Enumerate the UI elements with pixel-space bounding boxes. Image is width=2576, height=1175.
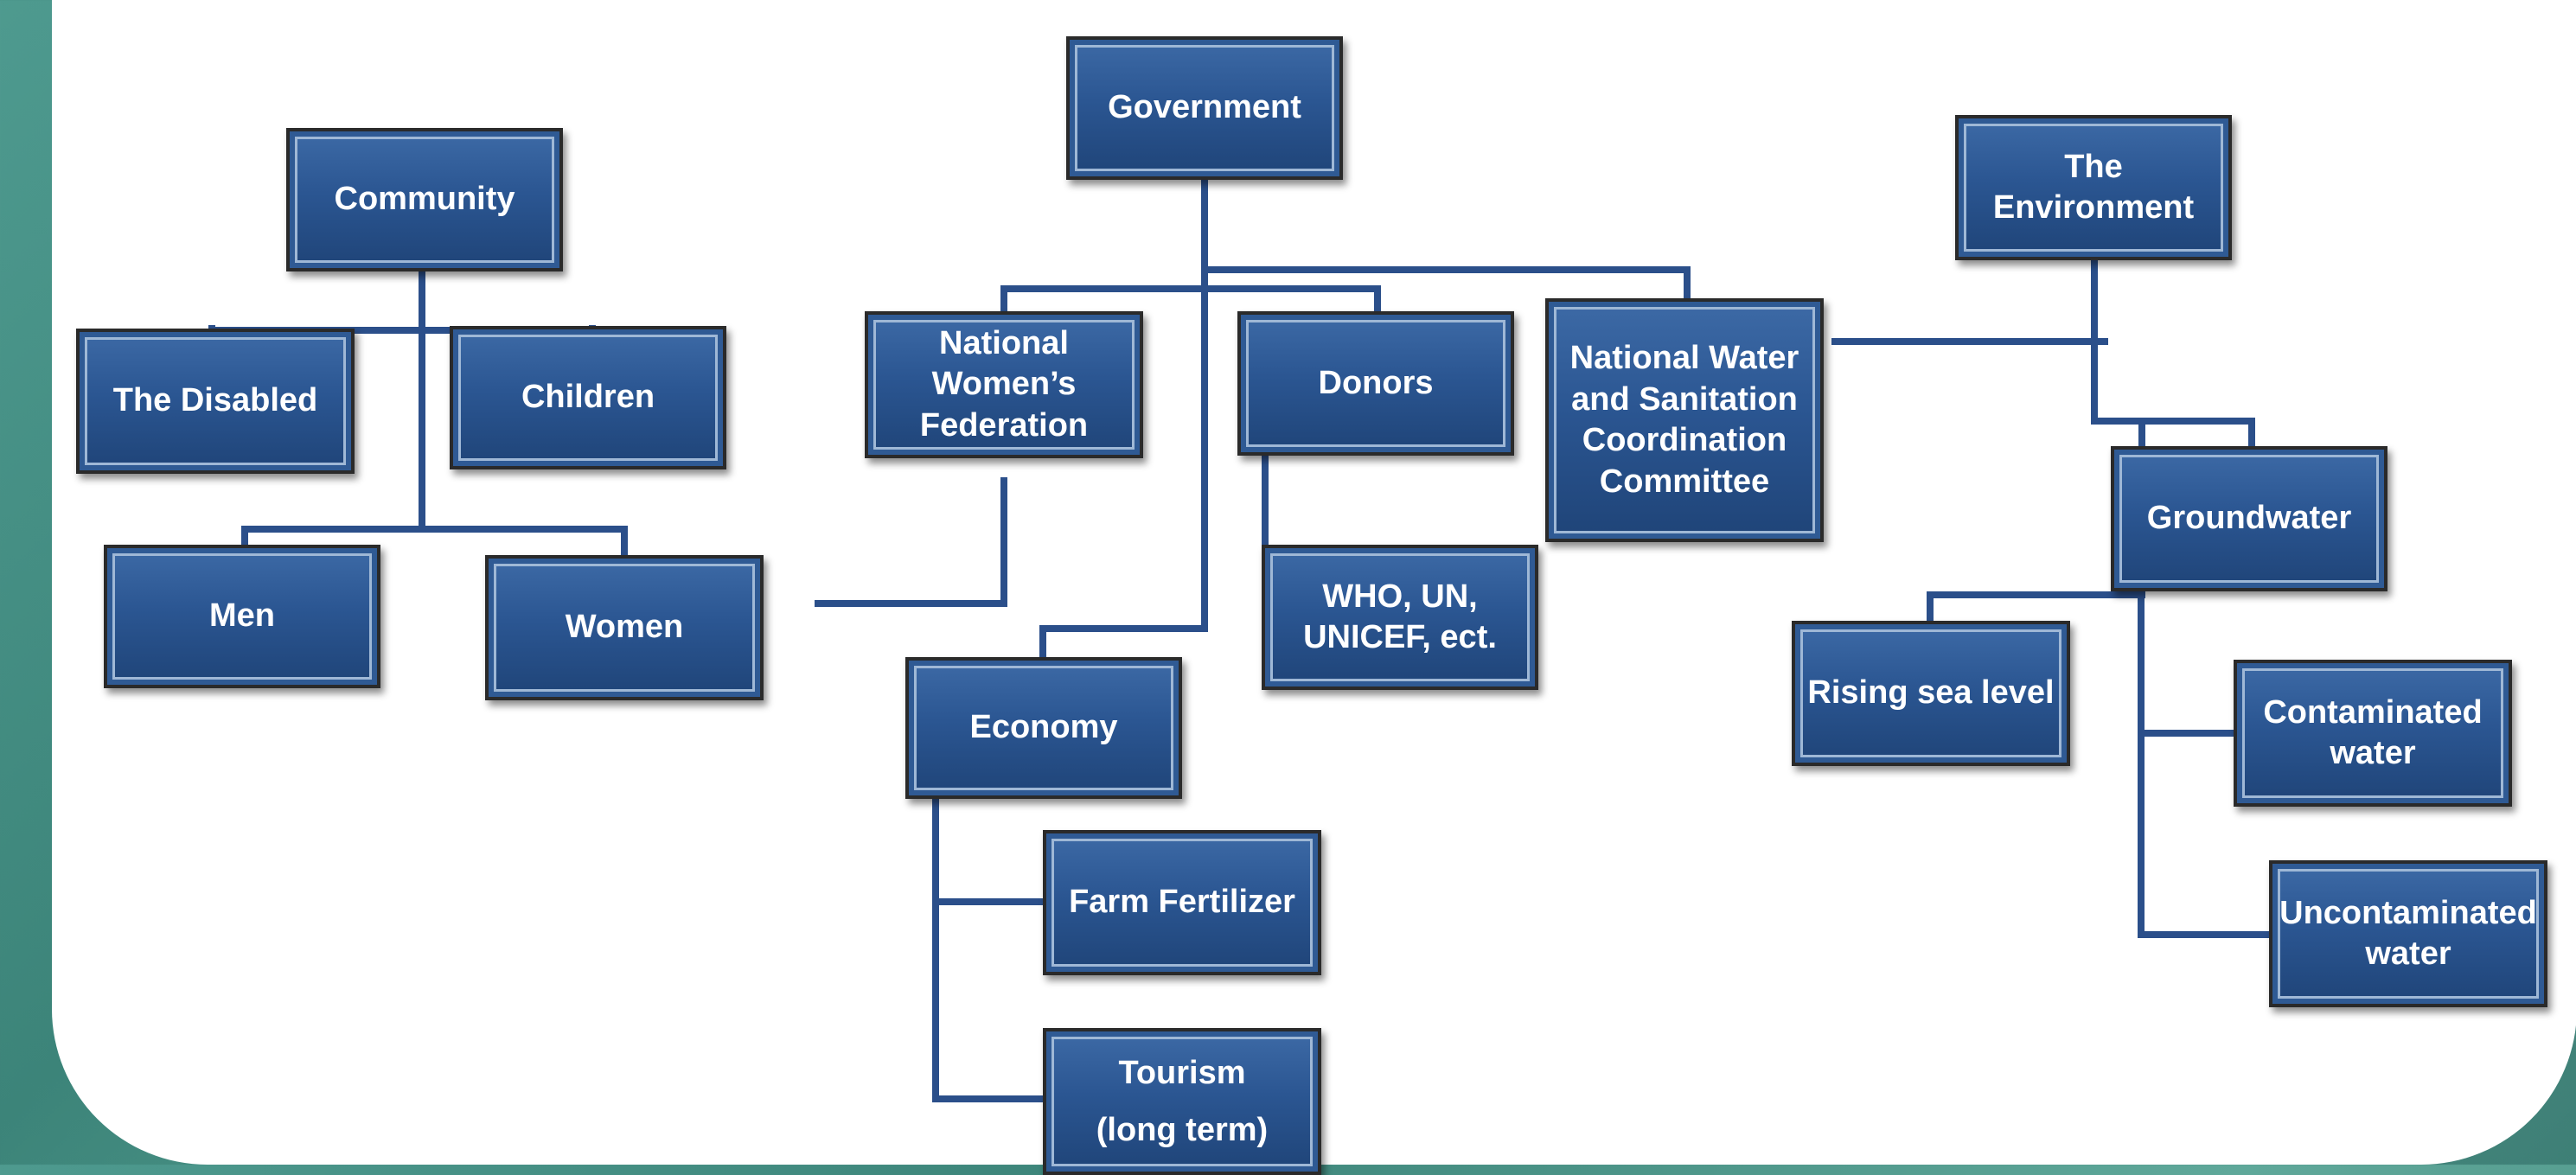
node-national-water-sanitation-committee: National Water and Sanitation Coordinati… xyxy=(1545,298,1824,542)
node-community: Community xyxy=(286,128,563,271)
node-who-un-unicef: WHO, UN, UNICEF, ect. xyxy=(1262,545,1538,690)
connector-government-bar-high xyxy=(1201,266,1691,302)
node-farm-fertilizer: Farm Fertilizer xyxy=(1043,830,1321,975)
node-uncontaminated-water: Uncontaminated water xyxy=(2269,860,2547,1007)
node-government: Government xyxy=(1066,36,1343,180)
node-men: Men xyxy=(104,545,380,688)
node-environment: The Environment xyxy=(1955,115,2232,260)
node-tourism: Tourism (long term) xyxy=(1043,1028,1321,1175)
node-groundwater: Groundwater xyxy=(2111,446,2387,591)
node-disabled: The Disabled xyxy=(76,329,355,474)
node-contaminated-water: Contaminated water xyxy=(2234,660,2512,807)
connector-government-economy xyxy=(1039,266,1208,661)
node-women: Women xyxy=(485,555,764,700)
connector-women-nwf xyxy=(815,477,1007,607)
node-donors: Donors xyxy=(1237,311,1514,456)
node-children: Children xyxy=(450,326,726,469)
node-rising-sea-level: Rising sea level xyxy=(1792,621,2070,766)
connector-environment-groundwater xyxy=(2091,418,2255,450)
node-economy: Economy xyxy=(905,657,1182,799)
node-national-womens-federation: National Women’s Federation xyxy=(865,311,1143,458)
